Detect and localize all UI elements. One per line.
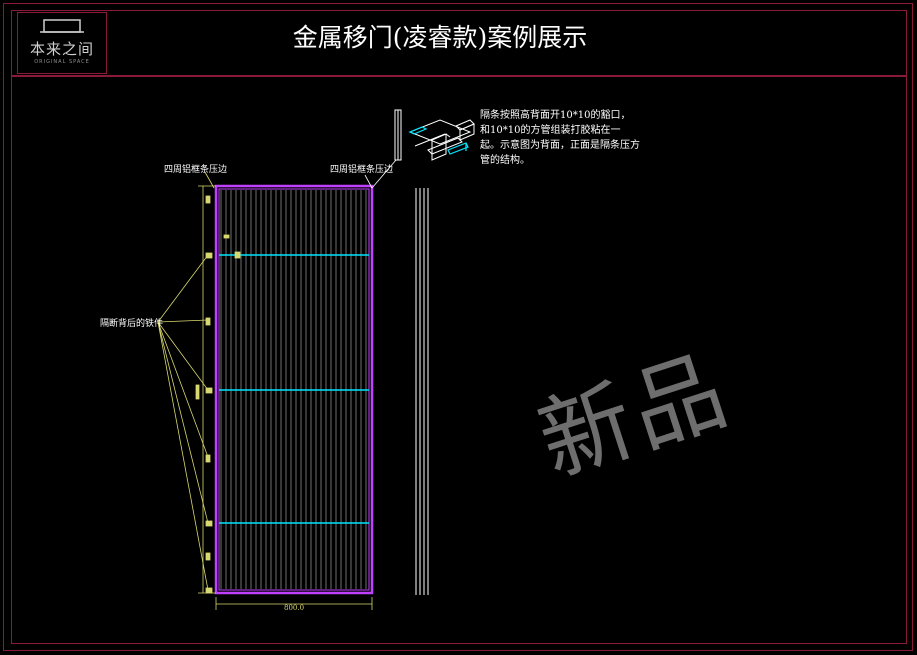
section-detail [394, 109, 402, 161]
joint-detail-icon [408, 119, 475, 161]
label-top-right: 四周铝框条压边 [330, 165, 394, 175]
logo-name: 本来之间 [29, 40, 94, 58]
side-profile [415, 188, 429, 595]
cross-rails [219, 254, 369, 524]
door-frame [214, 184, 374, 595]
leader-lines [157, 171, 215, 591]
logo-emblem-icon [40, 19, 84, 33]
width-dimension: 800.0 [284, 604, 305, 612]
title-band [11, 10, 907, 76]
joint-detail-cyan [408, 126, 469, 155]
page-title: 金属移门(凌睿款)案例展示 [292, 23, 588, 52]
drawing-border-inner [11, 76, 907, 644]
construction-note: 隔条按照高背面开10*10的豁口，和10*10的方管组装打胶粘在一起。示意图为背… [480, 110, 640, 166]
logo-box [17, 12, 107, 74]
logo-subtitle: ORIGINAL SPACE [34, 59, 90, 65]
label-left-callout: 隔断背后的铁件 [100, 319, 164, 329]
drawing-border-outer [3, 3, 913, 651]
leader-lines-white [364, 159, 397, 189]
dimension-lines [195, 185, 373, 610]
label-top-left: 四周铝框条压边 [164, 165, 228, 175]
